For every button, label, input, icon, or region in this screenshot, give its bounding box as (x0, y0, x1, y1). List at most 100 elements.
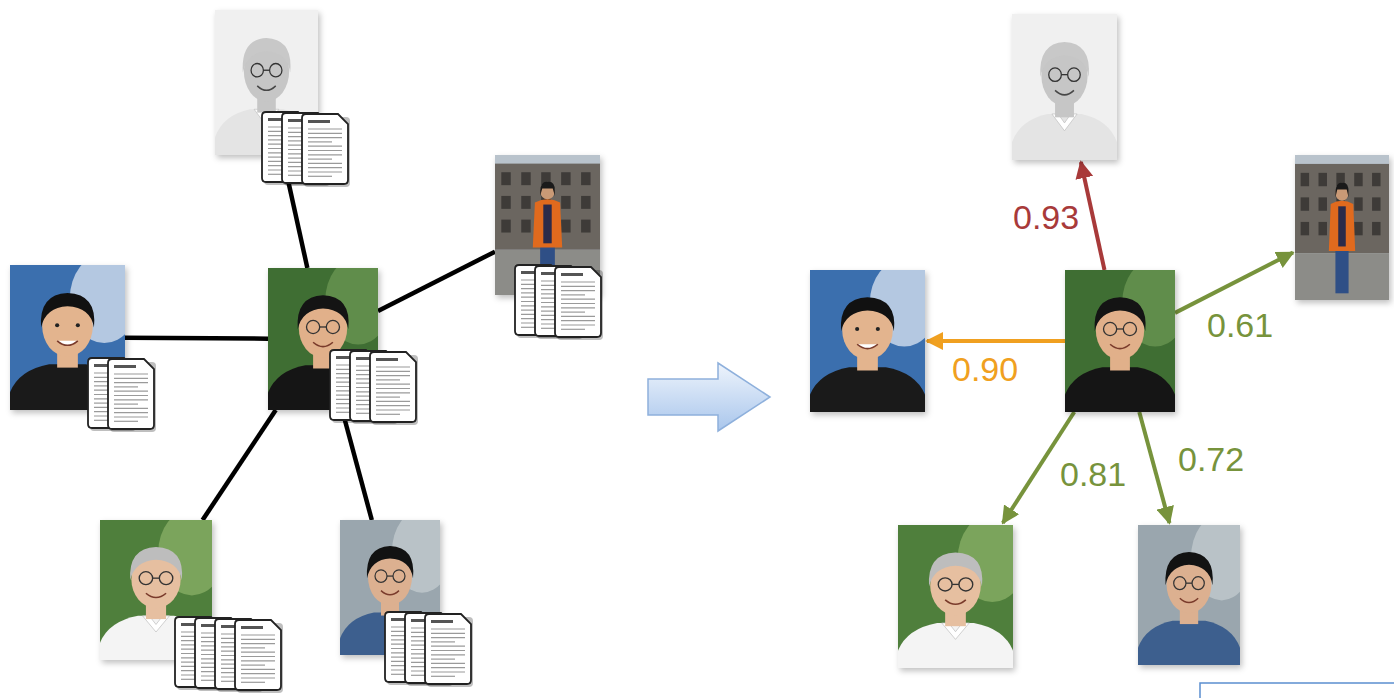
photo-window (1354, 173, 1362, 186)
photo-glasses (1117, 328, 1124, 329)
weight-label: 0.90 (950, 350, 1020, 388)
photo-window (581, 220, 590, 233)
photo-window (561, 172, 570, 185)
photo-glasses (952, 584, 959, 585)
document-icon (350, 351, 398, 424)
person-photo (340, 520, 440, 655)
photo-glasses (387, 575, 393, 576)
person-photo (898, 525, 1013, 668)
photo-window (1372, 173, 1380, 186)
person-portrait (340, 520, 440, 655)
relation-line (342, 410, 372, 520)
photo-background (215, 10, 318, 155)
photo-mouth (1180, 598, 1198, 602)
photo-shoulders (10, 364, 125, 410)
photo-eye (876, 327, 880, 331)
photo-mouth (381, 591, 399, 595)
photo-window (1354, 197, 1362, 210)
person-photo (1295, 155, 1389, 300)
photo-mouth (1110, 344, 1130, 348)
relation-line (203, 410, 276, 520)
photo-glasses (1123, 322, 1136, 335)
document-icon (215, 619, 263, 692)
photo-legs (540, 243, 555, 288)
photo-building (1295, 164, 1389, 253)
photo-window (521, 172, 530, 185)
photo-window (501, 220, 510, 233)
document-icon (330, 350, 378, 423)
person-photo (100, 520, 212, 660)
person-portrait (1295, 155, 1389, 300)
person-portrait (1012, 14, 1117, 160)
person-portrait (495, 155, 600, 295)
document-stack (262, 112, 350, 187)
photo-shoulders (1065, 367, 1175, 412)
photo-hair (540, 182, 555, 196)
person-portrait (215, 10, 318, 155)
photo-mouth (313, 342, 333, 346)
photo-window (1372, 197, 1380, 210)
photo-window (501, 196, 510, 209)
weight-label: 0.61 (1205, 306, 1275, 344)
relation-line (125, 336, 268, 341)
photo-window (1319, 197, 1327, 210)
photo-glasses (938, 578, 952, 591)
photo-glasses (153, 578, 160, 579)
person-photo (1012, 14, 1117, 160)
relation-line (282, 155, 307, 268)
photo-shoulders (898, 623, 1013, 668)
photo-hair (298, 295, 349, 329)
photo-hair (1040, 42, 1089, 77)
photo-hair (1335, 183, 1348, 198)
photo-glasses (1061, 74, 1067, 75)
photo-building (495, 164, 600, 250)
document-icon (302, 114, 350, 187)
photo-hair (1095, 297, 1146, 331)
photo-glasses (959, 578, 973, 591)
photo-shoulders (100, 616, 212, 660)
document-stack (88, 358, 156, 432)
photo-window (521, 196, 530, 209)
photo-eye (55, 323, 59, 327)
photo-glasses (320, 326, 327, 327)
weight-label: 0.72 (1176, 440, 1246, 478)
photo-jacket (533, 199, 562, 247)
document-icon (108, 359, 156, 432)
photo-eye (76, 323, 80, 327)
photo-shoulders (1138, 621, 1240, 665)
weighted-arrow (1175, 253, 1293, 313)
photo-shirt (1338, 206, 1346, 246)
photo-glasses (1068, 68, 1081, 81)
person-photo (1065, 270, 1175, 412)
photo-glasses (393, 570, 405, 582)
person-portrait (268, 268, 378, 410)
photo-window (1372, 222, 1380, 235)
photo-shirt (543, 205, 551, 244)
photo-shoulders (268, 365, 378, 410)
document-stack (175, 617, 283, 693)
photo-glasses (263, 70, 269, 71)
photo-window (1301, 173, 1309, 186)
photo-shoulders (215, 109, 318, 155)
photo-mouth (1055, 90, 1074, 94)
person-photo (10, 265, 125, 410)
document-icon (425, 614, 473, 687)
person-portrait (1138, 525, 1240, 665)
document-icon (235, 620, 283, 693)
person-photo (495, 155, 600, 295)
document-icon (262, 112, 310, 185)
document-icon (195, 618, 243, 691)
photo-hair (929, 553, 982, 587)
photo-hair (130, 547, 182, 580)
person-photo (810, 270, 925, 412)
corner-frame (1200, 683, 1394, 698)
document-stack (330, 350, 418, 425)
photo-window (1301, 197, 1309, 210)
person-photo (215, 10, 318, 155)
weighted-arrow (927, 339, 1065, 343)
photo-jacket (1329, 201, 1355, 251)
photo-glasses (1174, 577, 1186, 590)
photo-glasses (139, 572, 152, 585)
photo-window (561, 196, 570, 209)
